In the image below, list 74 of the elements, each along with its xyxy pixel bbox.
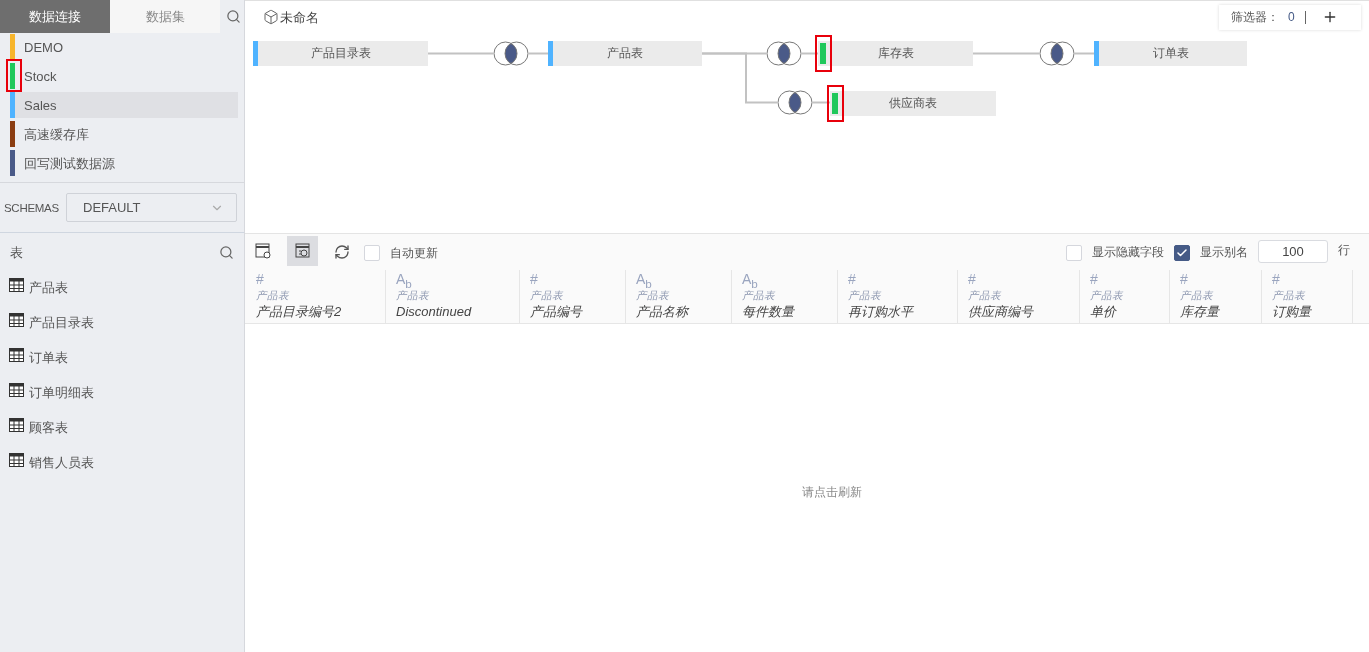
data-source-name: Sales [24,98,57,114]
filter-count: 0 [1288,10,1295,25]
field-type-icon: A$_{b}$ [742,271,758,291]
table-name: 供应商表 [889,95,937,112]
active-tab: 数据连接 [0,0,110,33]
column-name: 单价 [1090,304,1116,320]
field-type-icon: # [848,271,856,288]
column-name: 产品目录编号2 [256,304,342,320]
column-table-name: 产品表 [1272,289,1305,302]
join-icon [1039,41,1075,66]
column-name: 订购量 [1272,304,1311,320]
table-node [830,91,996,116]
dropdown-value: DEFAULT [83,200,141,215]
field-type-icon: A$_{b}$ [396,271,412,291]
column-table-name: 产品表 [636,289,669,302]
column-name: 每件数量 [742,304,794,320]
table-list-item: 销售人员表 [29,455,94,471]
column-table-name: 产品表 [742,289,775,302]
field-type-icon: # [256,271,264,288]
column-table-name: 产品表 [256,289,289,302]
unit-label: 行 [1338,243,1350,258]
join-icon [777,90,813,115]
connector-line [701,52,778,104]
data-source-name: Stock [24,69,57,85]
join-icon [493,41,529,66]
table-node [1094,41,1247,66]
column-name: 库存量 [1180,304,1219,320]
table-name: 产品表 [607,45,643,62]
column-name: 再订购水平 [848,304,913,320]
field-type-icon: # [530,271,538,288]
connector-line [427,52,494,55]
column-table-name: 产品表 [1180,289,1213,302]
field-type-icon: A$_{b}$ [636,271,652,291]
column-name: 产品编号 [530,304,582,320]
column-table-name: 产品表 [848,289,881,302]
column-name: 产品名称 [636,304,688,320]
model-title: 未命名 [280,10,319,26]
checkbox-label: 显示别名 [1200,245,1248,260]
field-type-icon: # [1090,271,1098,288]
column-table-name: 产品表 [396,289,429,302]
field-type-icon: # [1272,271,1280,288]
table-node [818,41,973,66]
table-node [253,41,428,66]
data-source-name: 高速缓存库 [24,127,89,143]
field-type-icon: # [1180,271,1188,288]
connector-line [528,52,549,55]
connector-line [1074,52,1095,55]
filter-label: 筛选器： [1231,10,1279,25]
connector-line [972,52,1040,55]
join-icon [766,41,802,66]
data-source-name: DEMO [24,40,63,56]
table-name: 库存表 [877,45,914,62]
table-node [548,41,702,66]
checkbox-label: 自动更新 [390,246,438,261]
table-list-item: 订单表 [29,350,68,366]
column-name: 供应商编号 [968,304,1033,320]
table-list-item: 产品目录表 [29,315,94,331]
table-name: 订单表 [1152,45,1189,62]
table-name: 产品目录表 [310,45,371,62]
data-source-name: 回写测试数据源 [24,156,115,172]
field-label: SCHEMAS [4,202,59,216]
column-name: Discontinued [396,304,472,320]
tab: 数据集 [110,0,220,33]
table-list-item: 顾客表 [29,420,68,436]
table-list-item: 订单明细表 [29,385,94,401]
checkbox-label: 显示隐藏字段 [1092,245,1164,260]
section-heading: 表 [10,245,23,261]
field-type-icon: # [968,271,976,288]
column-table-name: 产品表 [530,289,563,302]
empty-state-message: 请点击刷新 [802,485,862,500]
table-list-item: 产品表 [29,280,68,296]
row-count-input: 100 [1258,240,1328,263]
column-table-name: 产品表 [968,289,1001,302]
column-table-name: 产品表 [1090,289,1123,302]
